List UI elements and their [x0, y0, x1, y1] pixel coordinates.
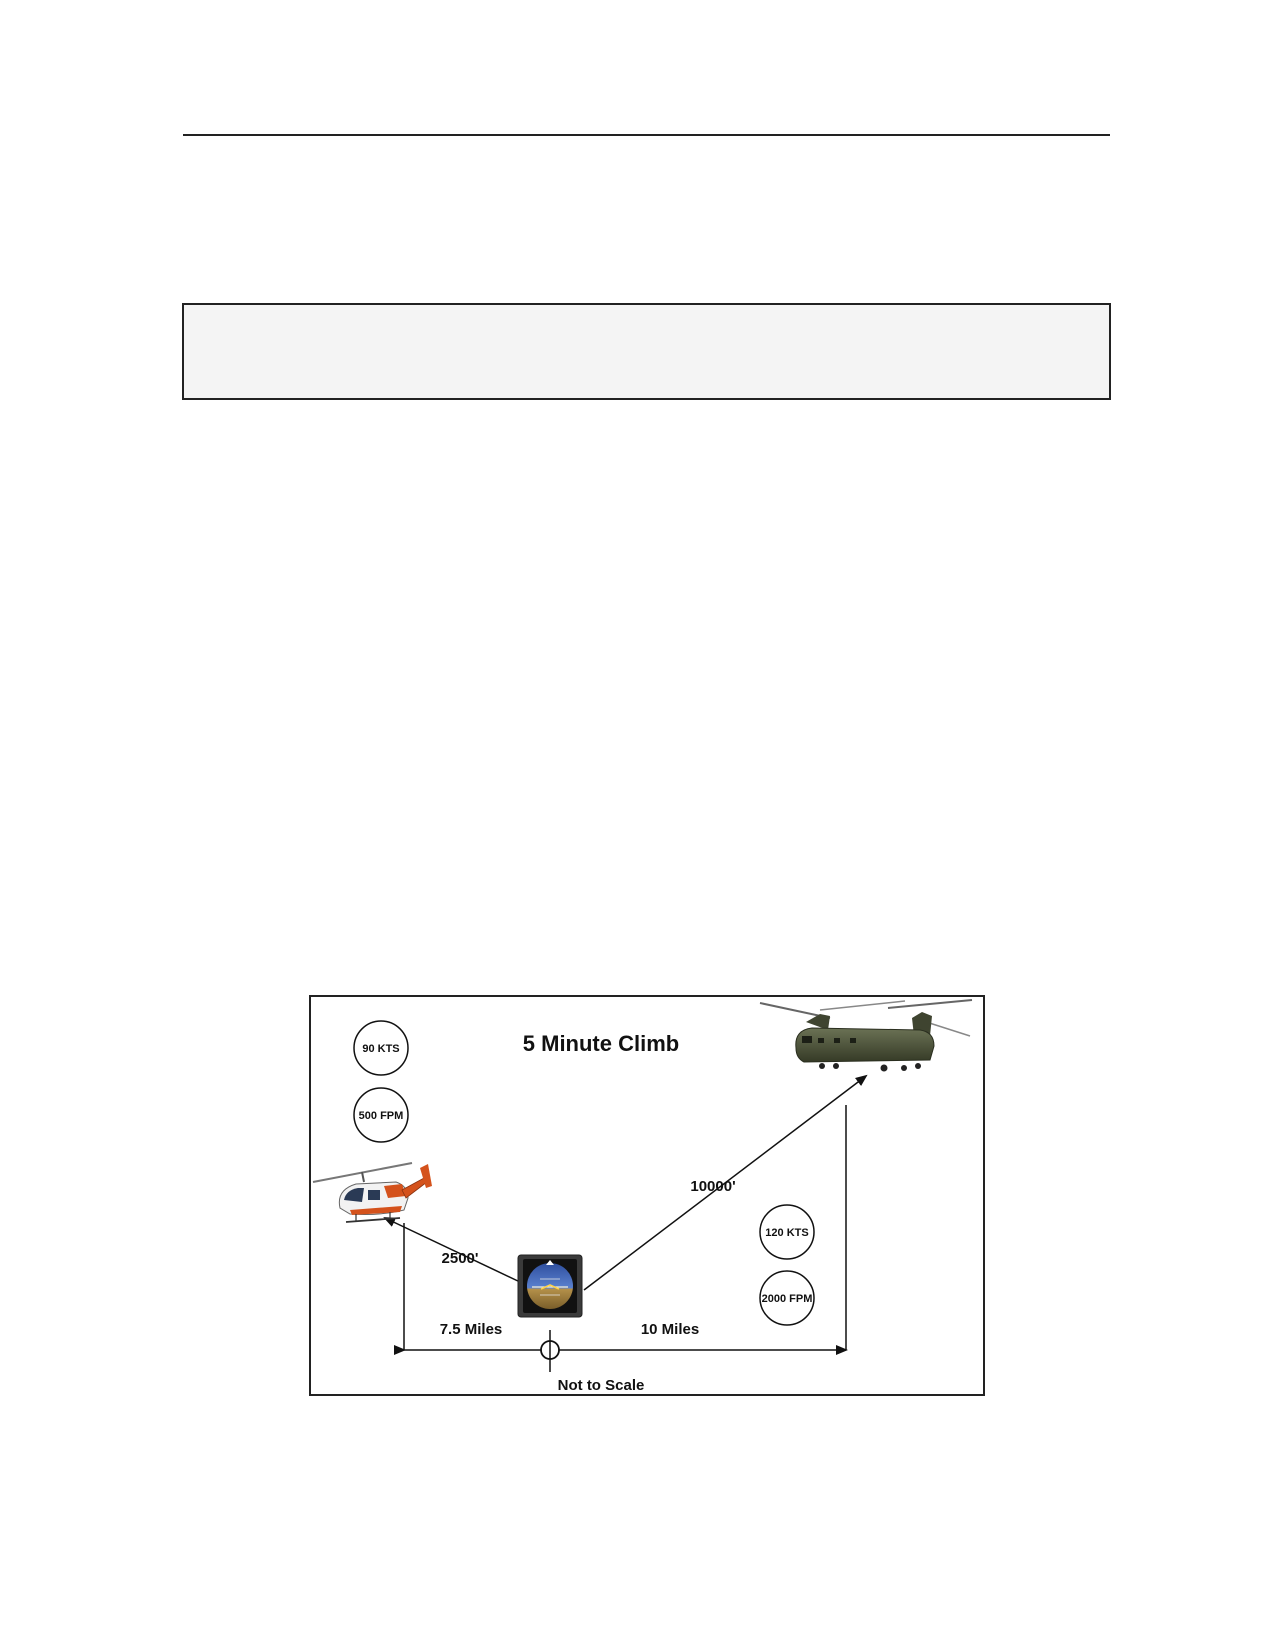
- note-box: [182, 303, 1111, 400]
- small-speed-badge: 90 KTS: [353, 1020, 409, 1076]
- large-climb-path: [583, 1074, 868, 1291]
- large-speed-badge: 120 KTS: [759, 1204, 815, 1260]
- small-distance-label: 7.5 Miles: [440, 1321, 503, 1338]
- small-altitude-label: 2500': [442, 1250, 479, 1267]
- attitude-indicator-icon: [517, 1254, 583, 1318]
- large-speed-label: 120 KTS: [765, 1227, 808, 1239]
- figure-frame: [309, 995, 985, 1396]
- large-climb-label: 2000 FPM: [762, 1293, 813, 1305]
- header-rule: [183, 134, 1110, 136]
- large-distance-label: 10 Miles: [641, 1321, 699, 1338]
- utility-helicopter-icon: [312, 1162, 432, 1223]
- reference-point-icon: [540, 1330, 560, 1372]
- large-altitude-label: 10000': [690, 1178, 735, 1195]
- tandem-rotor-helicopter-icon: [759, 999, 973, 1072]
- figure-title: 5 Minute Climb: [523, 1031, 679, 1056]
- small-speed-label: 90 KTS: [362, 1043, 399, 1055]
- small-climb-path: [383, 1217, 521, 1283]
- small-climb-label: 500 FPM: [359, 1110, 404, 1122]
- small-climb-badge: 500 FPM: [353, 1087, 409, 1143]
- large-climb-badge: 2000 FPM: [759, 1270, 815, 1326]
- not-to-scale-label: Not to Scale: [558, 1377, 645, 1394]
